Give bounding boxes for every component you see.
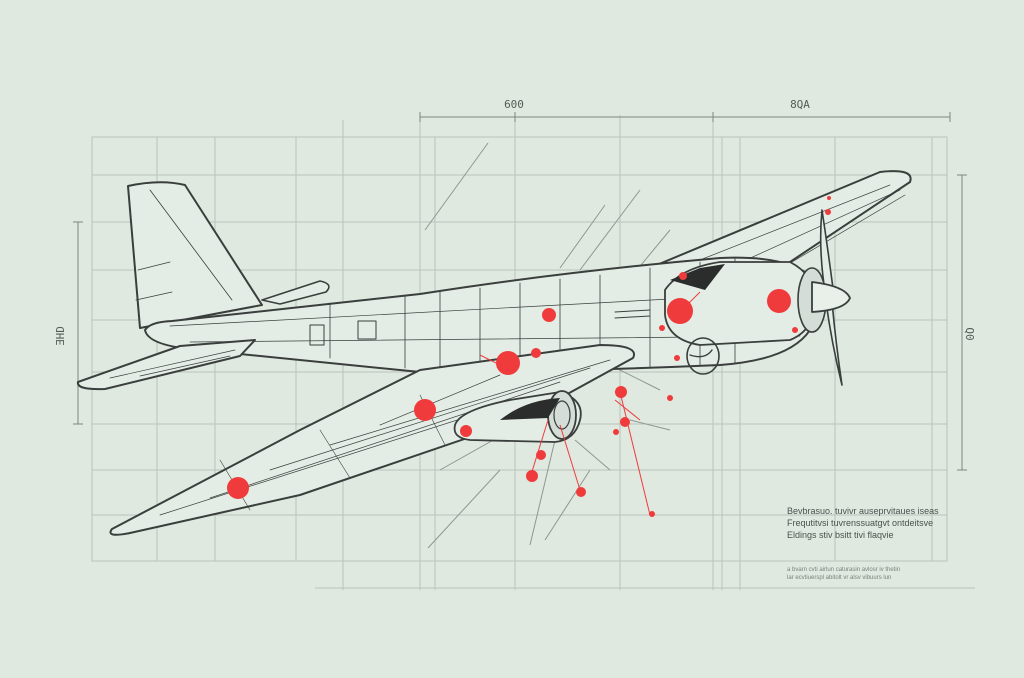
impact-markers xyxy=(227,196,831,517)
dimension-label-right: Q0 xyxy=(963,327,976,340)
propeller-spinner xyxy=(811,281,851,313)
right-horizontal-stabilizer xyxy=(261,280,330,305)
impact-marker xyxy=(620,417,630,427)
impact-marker xyxy=(679,272,687,280)
vertical-stabilizer xyxy=(127,181,263,329)
impact-marker xyxy=(496,351,520,375)
impact-marker xyxy=(536,450,546,460)
propeller-blade-upper xyxy=(819,209,835,299)
dimension-label-top-left: 600 xyxy=(504,98,524,111)
left-horizontal-stabilizer xyxy=(76,339,256,391)
impact-marker xyxy=(767,289,791,313)
impact-marker xyxy=(531,348,541,358)
annotation-line: Frequtitvsi tuvrenssuatgvt ontdeitsve xyxy=(787,518,934,528)
annotation-line: Eldings stiv bsitt tivi flaqvie xyxy=(787,530,894,540)
aircraft-illustration xyxy=(76,170,912,536)
propeller-blade-lower xyxy=(825,301,843,386)
impact-marker xyxy=(649,511,655,517)
impact-marker xyxy=(827,196,831,200)
impact-marker xyxy=(615,386,627,398)
impact-marker xyxy=(576,487,586,497)
impact-marker xyxy=(613,429,619,435)
footnote-line: lar ecvtiuerspl abitolt vr alsv vibuurs … xyxy=(787,575,892,581)
impact-marker xyxy=(674,355,680,361)
impact-marker xyxy=(792,327,798,333)
impact-marker xyxy=(667,395,673,401)
annotation-line: Bevbrasuo. tuvivr auseprvitaues iseas xyxy=(787,506,939,516)
dimension-lines xyxy=(73,112,967,471)
impact-marker xyxy=(227,477,249,499)
far-wing xyxy=(639,170,912,283)
impact-marker xyxy=(526,470,538,482)
impact-marker xyxy=(825,209,831,215)
impact-marker xyxy=(667,298,693,324)
dimension-label-left: ƎHD xyxy=(54,326,67,346)
impact-marker xyxy=(659,325,665,331)
impact-marker xyxy=(542,308,556,322)
footnote-text-block: a bvarn cvti airlun caturasin avlosr iv … xyxy=(787,566,927,582)
footnote-line: a bvarn cvti airlun caturasin avlosr iv … xyxy=(787,567,901,573)
annotation-text-block: Bevbrasuo. tuvivr auseprvitaues iseas Fr… xyxy=(787,505,957,541)
dimension-label-top-right: 8QA xyxy=(790,98,810,111)
impact-marker xyxy=(460,425,472,437)
impact-marker xyxy=(414,399,436,421)
